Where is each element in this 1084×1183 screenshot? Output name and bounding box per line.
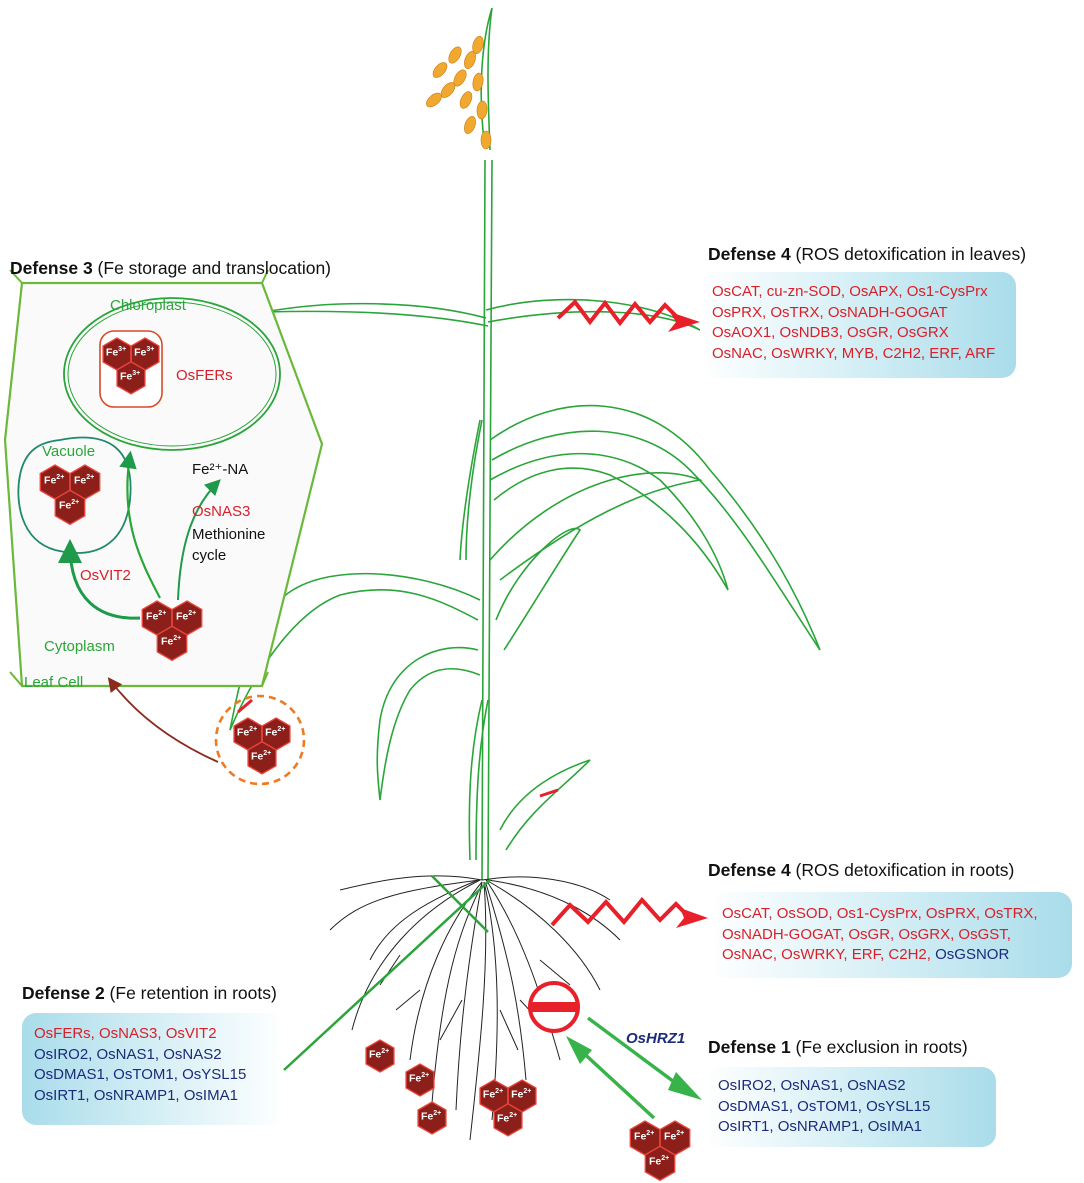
arrow-to-chloroplast-icon bbox=[119, 450, 161, 599]
iron-hexagon-icon bbox=[116, 360, 146, 395]
iron-hexagon-icon bbox=[405, 1063, 435, 1097]
leaf-spot-icon bbox=[539, 788, 559, 798]
defense4-leaves-box bbox=[700, 272, 1016, 378]
panicle-icon bbox=[426, 35, 492, 150]
iron-hexagon-icon bbox=[247, 740, 277, 775]
gene-line: OsNADH-GOGAT, OsGR, OsGRX, OsGST, bbox=[722, 925, 1011, 943]
osnas3-arrow-icon bbox=[177, 479, 221, 601]
iron-hexagon-icon bbox=[156, 625, 188, 662]
defense2-genes: OsFERs, OsNAS3, OsVIT2 OsIRO2, OsNAS1, O… bbox=[22, 1018, 284, 1112]
cycle-label: cycle bbox=[192, 547, 227, 564]
defense1-genes: OsIRO2, OsNAS1, OsNAS2 OsDMAS1, OsTOM1, … bbox=[706, 1070, 996, 1144]
osfers-label: OsFERs bbox=[176, 367, 233, 384]
ros-zigzag-arrow-icon bbox=[556, 299, 700, 332]
iron-ion-clusters bbox=[39, 337, 691, 1182]
gene-line: OsNAC, OsWRKY, ERF, C2H2, bbox=[722, 946, 936, 963]
gene-line: OsIRO2, OsNAS1, OsNAS2 bbox=[718, 1077, 906, 1094]
iron-hexagon-icon bbox=[493, 1102, 523, 1137]
iron-hexagon-icon bbox=[644, 1145, 676, 1182]
iron-hexagon-icon bbox=[54, 489, 86, 526]
chloroplast-outline bbox=[63, 297, 281, 451]
gene-line: OsAOX1, OsNDB3, OsGR, OsGRX bbox=[712, 324, 949, 341]
uptake-arrow-icon bbox=[576, 1046, 656, 1120]
chloroplast-label: Chloroplast bbox=[110, 297, 186, 314]
fe-na-label: Fe²⁺-NA bbox=[192, 461, 249, 478]
leaf-zoom-circle bbox=[214, 694, 306, 786]
leaf-to-cell-arrow-icon bbox=[107, 677, 219, 763]
gene-name: OsGSNOR bbox=[935, 946, 1010, 963]
defense2-title: Defense 2 (Fe retention in roots) bbox=[22, 983, 277, 1003]
defense1-title: Defense 1 (Fe exclusion in roots) bbox=[708, 1037, 968, 1057]
gene-line: OsIRT1, OsNRAMP1, OsIMA1 bbox=[34, 1086, 238, 1104]
defense2-box bbox=[22, 1013, 284, 1125]
gene-line: OsCAT, cu-zn-SOD, OsAPX, Os1-CysPrx bbox=[712, 283, 988, 300]
exclusion-arrow-icon bbox=[586, 1016, 687, 1092]
gene-line: OsNAC, OsWRKY, MYB, C2H2, ERF, ARF bbox=[712, 344, 996, 362]
iron-hexagon-icon bbox=[365, 1039, 395, 1073]
cytoplasm-label: Cytoplasm bbox=[44, 638, 115, 655]
root-system bbox=[329, 875, 621, 1141]
gene-line: OsDMAS1, OsTOM1, OsYSL15 bbox=[34, 1066, 247, 1083]
methionine-label: Methionine bbox=[192, 526, 266, 543]
gene-line: OsDMAS1, OsTOM1, OsYSL15 bbox=[718, 1097, 931, 1115]
ros-zigzag-arrow-icon bbox=[550, 896, 708, 928]
defense4-roots-genes: OsCAT, OsSOD, Os1-CysPrx, OsPRX, OsTRX, … bbox=[710, 898, 1072, 972]
osvit2-label: OsVIT2 bbox=[80, 567, 131, 584]
defense1-box bbox=[706, 1067, 996, 1147]
vacuole-label: Vacuole bbox=[42, 443, 96, 460]
leaf-spot-icon bbox=[237, 698, 253, 714]
gene-line: OsIRO2, OsNAS1, OsNAS2 bbox=[34, 1045, 222, 1063]
gene-line: OsPRX, OsTRX, OsNADH-GOGAT bbox=[712, 303, 948, 321]
osnas3-label: OsNAS3 bbox=[192, 503, 251, 520]
gene-line: OsCAT, OsSOD, Os1-CysPrx, OsPRX, OsTRX, bbox=[722, 905, 1038, 922]
iron-hexagon-icon bbox=[417, 1101, 447, 1135]
defense4-leaves-title: Defense 4 (ROS detoxification in leaves) bbox=[708, 244, 1027, 264]
osvit2-arrow-icon bbox=[58, 539, 141, 620]
oshrz1-label: OsHRZ1 bbox=[626, 1030, 686, 1047]
defense4-leaves-genes: OsCAT, cu-zn-SOD, OsAPX, Os1-CysPrx OsPR… bbox=[700, 276, 1016, 370]
gene-line: OsIRT1, OsNRAMP1, OsIMA1 bbox=[718, 1118, 922, 1135]
defense4-roots-title: Defense 4 (ROS detoxification in roots) bbox=[708, 860, 1015, 880]
rice-plant bbox=[229, 7, 821, 881]
leaf-cell-label: Leaf Cell bbox=[24, 674, 84, 691]
defense3-title: Defense 3 (Fe storage and translocation) bbox=[10, 258, 332, 278]
gene-line: OsFERs, OsNAS3, OsVIT2 bbox=[34, 1025, 217, 1042]
inhibit-icon bbox=[528, 981, 580, 1033]
defense4-roots-box bbox=[710, 892, 1072, 978]
